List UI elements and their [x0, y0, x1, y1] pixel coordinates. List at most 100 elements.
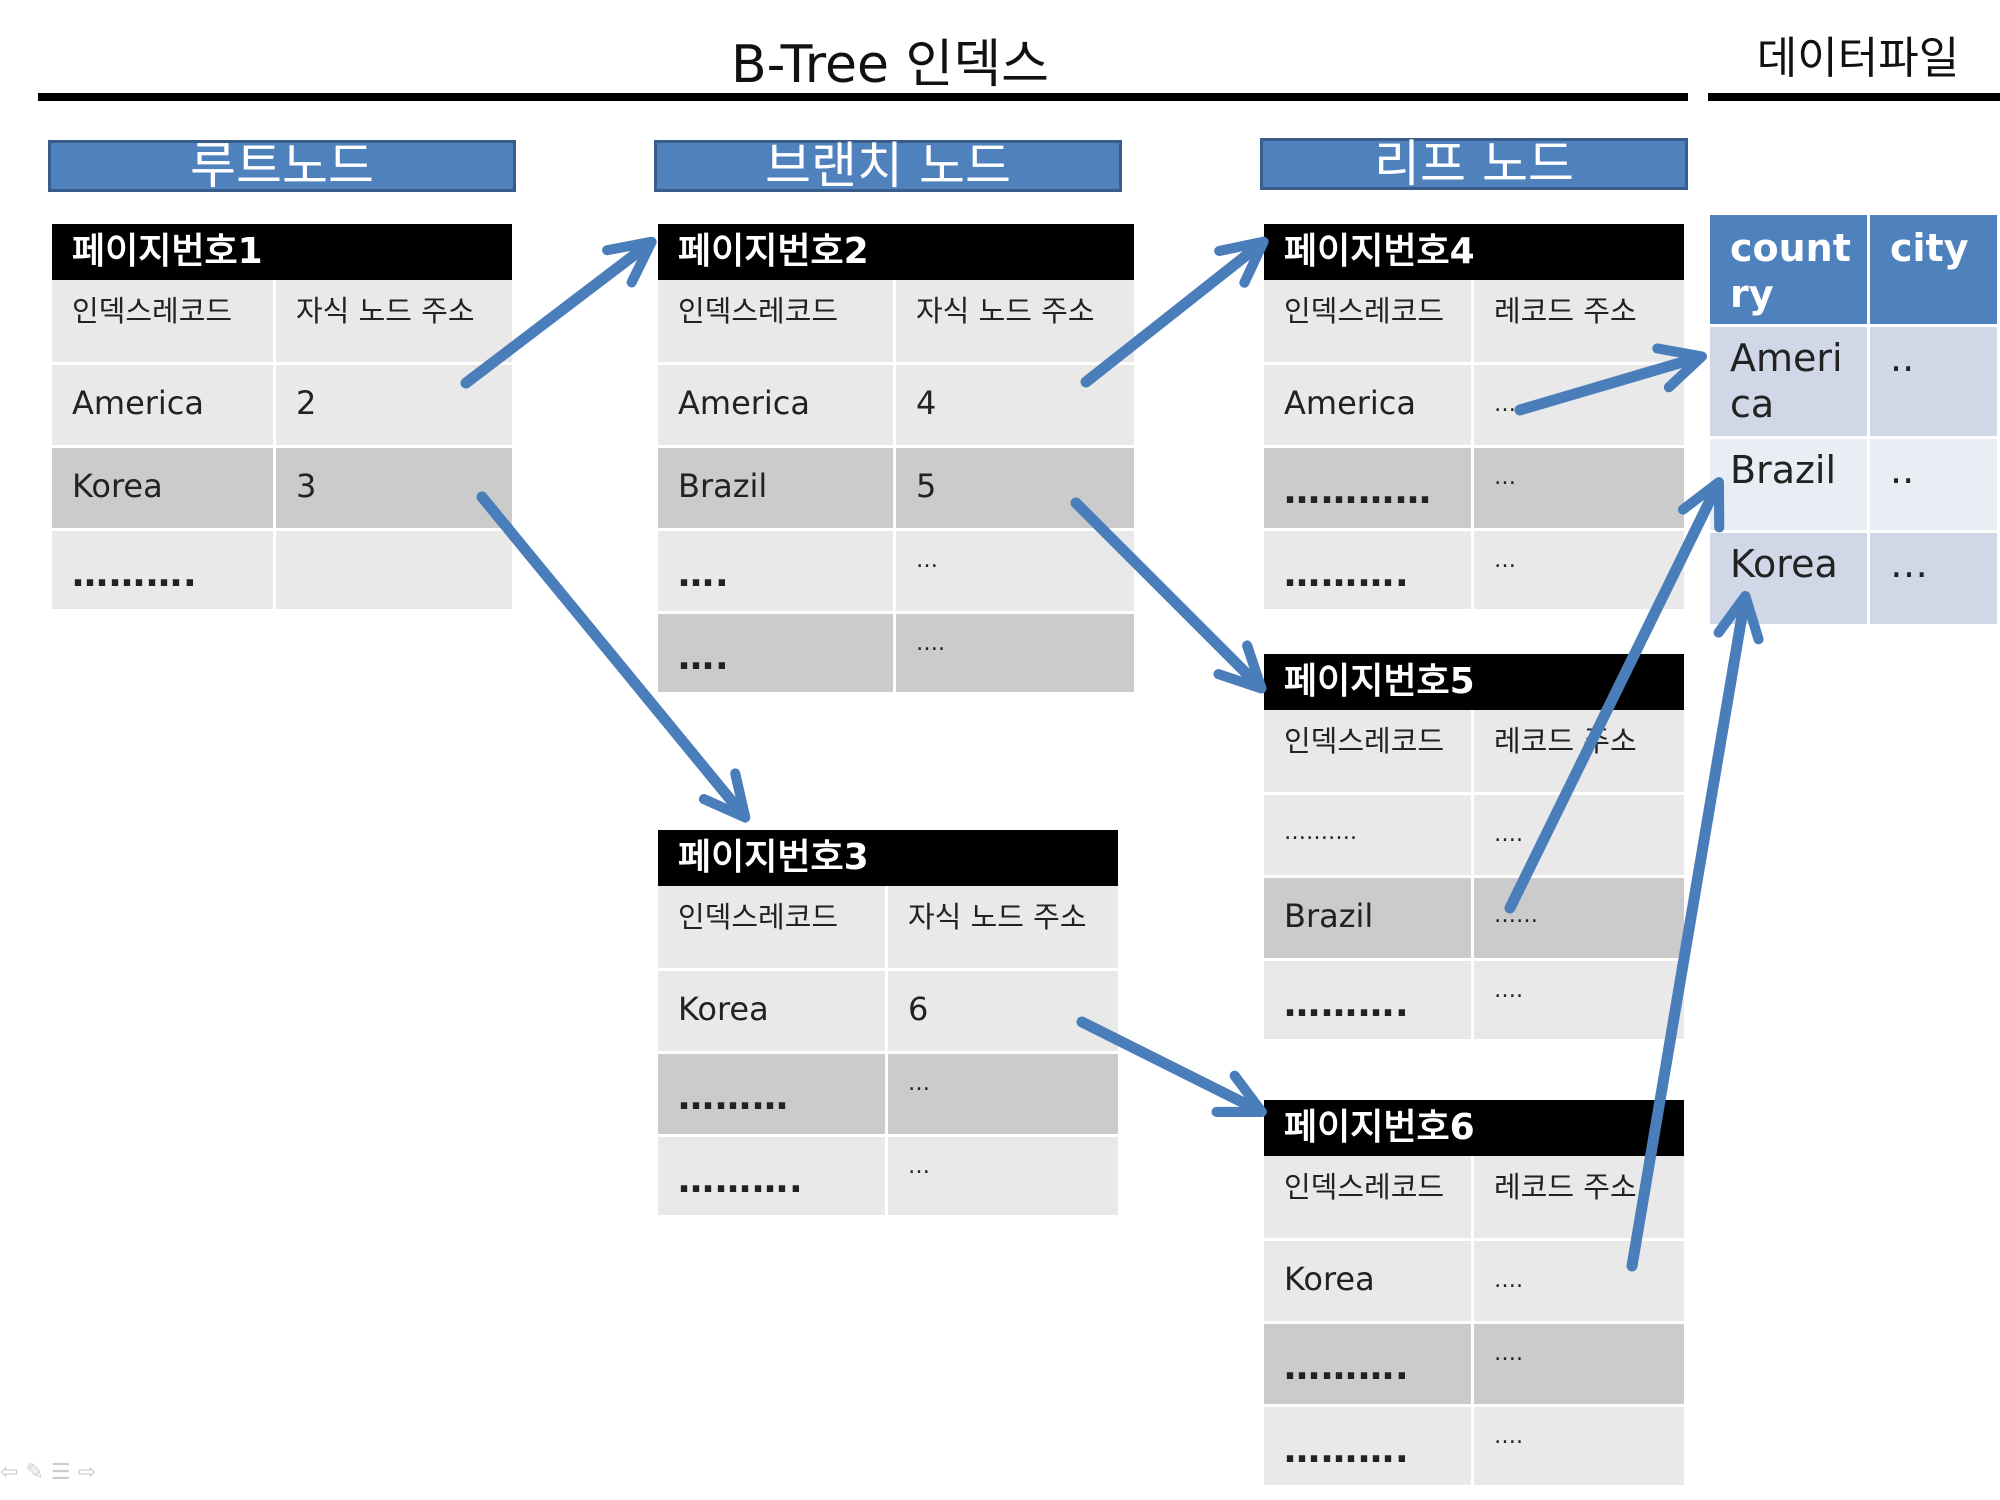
table-header-row: 인덱스레코드 자식 노드 주소: [658, 280, 1134, 365]
table-header-row: 인덱스레코드 자식 노드 주소: [52, 280, 512, 365]
table-row: ………. ….: [1264, 1407, 1684, 1485]
child-address: …: [888, 1137, 1118, 1215]
page-1-title: 페이지번호1: [52, 224, 512, 280]
index-record: ……….: [1264, 795, 1474, 875]
index-record: America: [658, 365, 896, 445]
page-1-table: 페이지번호1 인덱스레코드 자식 노드 주소 America 2 Korea 3…: [52, 224, 512, 609]
table-row: America 4: [658, 365, 1134, 448]
table-row: ………. ….: [1264, 961, 1684, 1039]
col-child-address: 자식 노드 주소: [896, 280, 1134, 362]
back-icon[interactable]: ⇦: [0, 1460, 19, 1485]
index-record: Brazil: [658, 448, 896, 528]
index-record: ……….: [1264, 961, 1474, 1039]
page-3-table: 페이지번호3 인덱스레코드 자식 노드 주소 Korea 6 ……… … …………: [658, 830, 1118, 1215]
child-address: 5: [896, 448, 1134, 528]
page-2-table: 페이지번호2 인덱스레코드 자식 노드 주소 America 4 Brazil …: [658, 224, 1134, 692]
col-child-address: 자식 노드 주소: [888, 886, 1118, 968]
root-node-header: 루트노드: [48, 140, 516, 192]
col-record-address: 레코드 주소: [1474, 710, 1684, 792]
record-address: ….: [1474, 795, 1684, 875]
child-address: 2: [276, 365, 512, 445]
data-file-title: 데이터파일: [1756, 33, 1960, 84]
record-address: ….: [1474, 1407, 1684, 1485]
index-record: …………: [1264, 448, 1474, 528]
index-title-rule: [38, 93, 1688, 101]
col-city: city: [1870, 215, 2000, 327]
table-row: ………. …: [1264, 531, 1684, 609]
child-address: 6: [888, 971, 1118, 1051]
child-address: …: [896, 531, 1134, 611]
page-4-table: 페이지번호4 인덱스레코드 레코드 주소 America …. ………… … ……: [1264, 224, 1684, 609]
page-2-title: 페이지번호2: [658, 224, 1134, 280]
table-row: Korea …: [1710, 533, 2000, 627]
col-child-address: 자식 노드 주소: [276, 280, 512, 362]
col-index-record: 인덱스레코드: [658, 886, 888, 968]
table-row: ……….: [52, 531, 512, 609]
col-country: count ry: [1710, 215, 1870, 327]
table-header-row: 인덱스레코드 레코드 주소: [1264, 710, 1684, 795]
index-record: Korea: [658, 971, 888, 1051]
pen-icon[interactable]: ✎: [25, 1460, 44, 1485]
col-record-address: 레코드 주소: [1474, 1156, 1684, 1238]
index-record: Brazil: [1264, 878, 1474, 958]
table-row: …. …: [658, 531, 1134, 614]
page-5-title: 페이지번호5: [1264, 654, 1684, 710]
col-index-record: 인덱스레코드: [1264, 280, 1474, 362]
city-cell: ..: [1870, 439, 2000, 533]
col-index-record: 인덱스레코드: [52, 280, 276, 362]
index-record: ….: [658, 614, 896, 692]
index-record: ……….: [1264, 1324, 1474, 1404]
index-record: Korea: [1264, 1241, 1474, 1321]
index-record: ……….: [52, 531, 276, 609]
diagram-title: B-Tree 인덱스: [730, 35, 1050, 95]
table-row: America ….: [1264, 365, 1684, 448]
col-index-record: 인덱스레코드: [1264, 710, 1474, 792]
table-row: Brazil ……: [1264, 878, 1684, 961]
table-row: Korea ….: [1264, 1241, 1684, 1324]
city-cell: …: [1870, 533, 2000, 627]
child-address: [276, 531, 512, 609]
record-address: ….: [1474, 365, 1684, 445]
country-cell: Brazil: [1710, 439, 1870, 533]
forward-icon[interactable]: ⇨: [77, 1460, 97, 1485]
record-address: ……: [1474, 878, 1684, 958]
table-row: Brazil 5: [658, 448, 1134, 531]
index-record: ……….: [1264, 531, 1474, 609]
table-row: America 2: [52, 365, 512, 448]
col-record-address: 레코드 주소: [1474, 280, 1684, 362]
menu-icon[interactable]: ☰: [50, 1460, 71, 1485]
index-record: ……….: [658, 1137, 888, 1215]
page-6-title: 페이지번호6: [1264, 1100, 1684, 1156]
table-row: …. ….: [658, 614, 1134, 692]
page-5-table: 페이지번호5 인덱스레코드 레코드 주소 ………. …. Brazil …… ……: [1264, 654, 1684, 1039]
record-address: ….: [1474, 961, 1684, 1039]
index-record: Korea: [52, 448, 276, 528]
table-row: Ameri ca ..: [1710, 327, 2000, 439]
record-address: ….: [1474, 1324, 1684, 1404]
index-record: America: [52, 365, 276, 445]
branch-node-header: 브랜치 노드: [654, 140, 1122, 192]
table-row: ……… …: [658, 1054, 1118, 1137]
city-cell: ..: [1870, 327, 2000, 439]
index-record: ………: [658, 1054, 888, 1134]
data-file-header-row: count ry city: [1710, 215, 2000, 327]
record-address: …: [1474, 531, 1684, 609]
table-header-row: 인덱스레코드 자식 노드 주소: [658, 886, 1118, 971]
index-record: ….: [658, 531, 896, 611]
index-record: ……….: [1264, 1407, 1474, 1485]
table-row: Brazil ..: [1710, 439, 2000, 533]
child-address: 3: [276, 448, 512, 528]
index-record: America: [1264, 365, 1474, 445]
table-row: ………. ….: [1264, 795, 1684, 878]
table-row: Korea 6: [658, 971, 1118, 1054]
slideshow-controls: ⇦ ✎ ☰ ⇨: [0, 1460, 96, 1485]
page-4-title: 페이지번호4: [1264, 224, 1684, 280]
record-address: …: [1474, 448, 1684, 528]
table-row: ………. …: [658, 1137, 1118, 1215]
page-6-table: 페이지번호6 인덱스레코드 레코드 주소 Korea …. ………. …. ………: [1264, 1100, 1684, 1485]
record-address: ….: [1474, 1241, 1684, 1321]
child-address: ….: [896, 614, 1134, 692]
country-cell: Korea: [1710, 533, 1870, 627]
child-address: 4: [896, 365, 1134, 445]
page-3-title: 페이지번호3: [658, 830, 1118, 886]
